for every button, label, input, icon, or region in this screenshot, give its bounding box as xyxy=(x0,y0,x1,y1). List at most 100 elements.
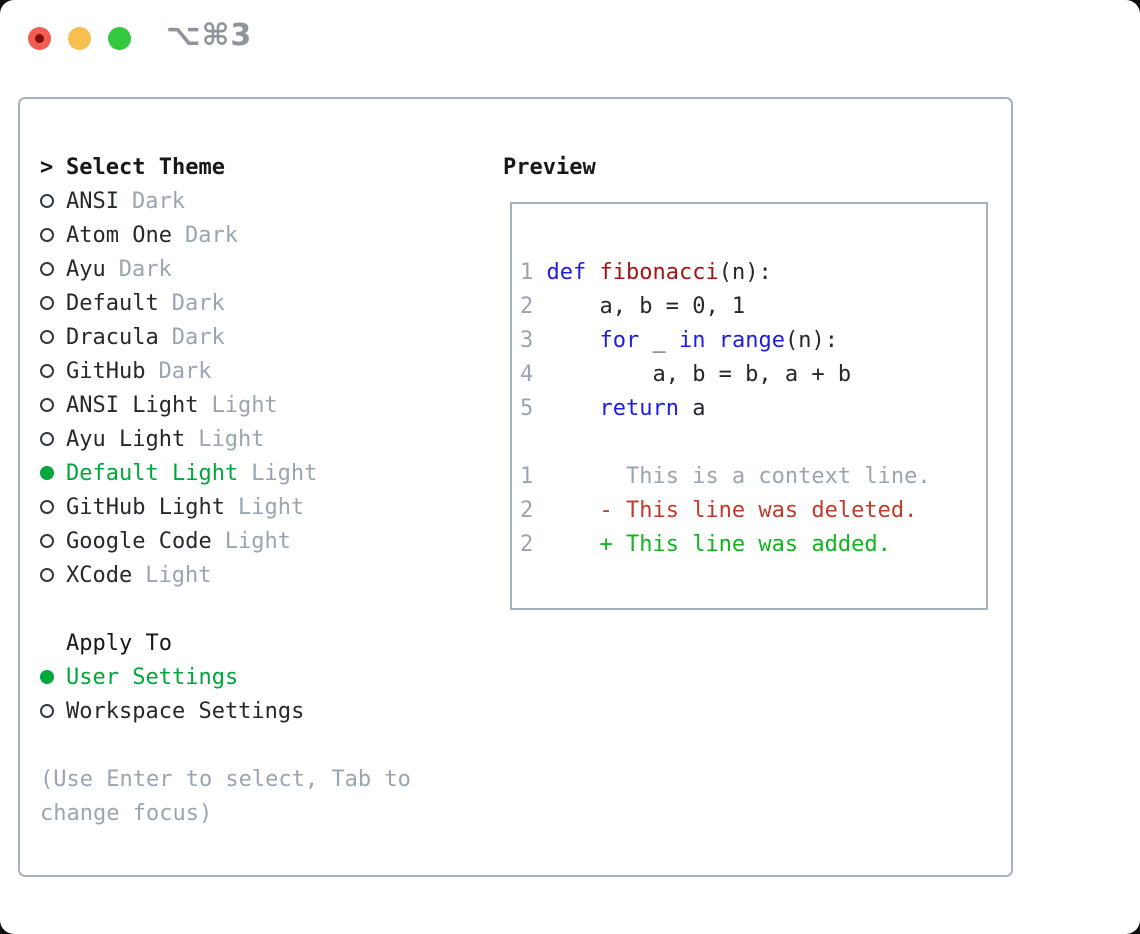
theme-option-xcode[interactable]: XCode Light xyxy=(20,558,500,592)
radio-unselected-icon[interactable] xyxy=(40,194,54,208)
code-token-plain: (n): xyxy=(718,259,772,285)
option-variant-label: Light xyxy=(251,460,318,486)
theme-option-ansi-light[interactable]: ANSI Light Light xyxy=(20,388,500,422)
radio-unselected-icon[interactable] xyxy=(40,296,54,310)
option-label: Workspace Settings xyxy=(66,698,305,724)
titlebar: ⌥⌘3 xyxy=(0,0,1140,76)
unsaved-dot-icon xyxy=(35,34,44,43)
traffic-lights xyxy=(28,27,131,50)
theme-option-ayu[interactable]: Ayu Dark xyxy=(20,252,500,286)
option-label: Google Code xyxy=(66,528,212,554)
option-label: XCode xyxy=(66,562,133,588)
radio-unselected-icon[interactable] xyxy=(40,568,54,582)
option-label: ANSI Light xyxy=(66,392,199,418)
close-button[interactable] xyxy=(28,27,51,50)
select-theme-label: Select Theme xyxy=(66,154,225,180)
cursor-icon: > xyxy=(40,154,54,180)
window-title: ⌥⌘3 xyxy=(166,18,253,53)
code-token-plain: (n): xyxy=(784,327,838,353)
line-number: 2 xyxy=(520,531,547,557)
line-number: 5 xyxy=(520,395,547,421)
code-token-plain: a, b = 0, 1 xyxy=(546,293,746,319)
radio-unselected-icon[interactable] xyxy=(40,500,54,514)
option-label: Ayu Light xyxy=(66,426,186,452)
radio-unselected-icon[interactable] xyxy=(40,534,54,548)
option-label: GitHub Light xyxy=(66,494,225,520)
option-label: Default Light xyxy=(66,460,239,486)
code-token-ctx: This is a context line. xyxy=(546,463,931,489)
spacer xyxy=(20,728,500,762)
code-token-kw: def xyxy=(546,259,600,285)
radio-unselected-icon[interactable] xyxy=(40,330,54,344)
hint-text-line-1: (Use Enter to select, Tab to xyxy=(40,766,411,792)
option-variant-label: Dark xyxy=(158,358,212,384)
option-variant-label: Dark xyxy=(171,324,225,350)
select-theme-header: > Select Theme xyxy=(20,150,500,184)
line-number: 2 xyxy=(520,293,547,319)
code-token-kw: in xyxy=(678,327,706,353)
theme-option-google-code[interactable]: Google Code Light xyxy=(20,524,500,558)
code-line: 4 a, b = b, a + b xyxy=(520,357,986,391)
option-variant-label: Light xyxy=(211,392,278,418)
code-token-add: + This line was added. xyxy=(546,531,891,557)
radio-selected-icon[interactable] xyxy=(40,466,54,480)
option-variant-label: Dark xyxy=(171,290,225,316)
spacer xyxy=(20,592,500,626)
apply-to-label: Apply To xyxy=(66,630,172,656)
option-variant-label: Dark xyxy=(184,222,238,248)
apply-option-user-settings[interactable]: User Settings xyxy=(20,660,500,694)
radio-unselected-icon[interactable] xyxy=(40,364,54,378)
apply-to-header: Apply To xyxy=(20,626,500,660)
option-label: ANSI xyxy=(66,188,119,214)
radio-unselected-icon[interactable] xyxy=(40,432,54,446)
theme-option-default[interactable]: Default Dark xyxy=(20,286,500,320)
line-number: 1 xyxy=(520,259,547,285)
radio-unselected-icon[interactable] xyxy=(40,398,54,412)
apply-option-workspace-settings[interactable]: Workspace Settings xyxy=(20,694,500,728)
code-token-kw: range xyxy=(718,327,785,353)
code-token-kw: return xyxy=(599,395,679,421)
line-number: 3 xyxy=(520,327,547,353)
code-token-plain: _ xyxy=(639,327,679,353)
line-number: 1 xyxy=(520,463,547,489)
option-variant-label: Light xyxy=(145,562,212,588)
line-number: 2 xyxy=(520,497,547,523)
code-token-fn: fibonacci xyxy=(599,259,719,285)
code-line: 2 + This line was added. xyxy=(520,527,986,561)
hint-text-line-2: change focus) xyxy=(40,800,213,826)
code-line: 5 return a xyxy=(520,391,986,425)
code-token-plain xyxy=(547,396,600,421)
radio-selected-icon[interactable] xyxy=(40,670,54,684)
radio-unselected-icon[interactable] xyxy=(40,228,54,242)
radio-unselected-icon[interactable] xyxy=(40,704,54,718)
option-label: User Settings xyxy=(66,664,239,690)
option-label: Ayu xyxy=(66,256,106,282)
option-variant-label: Light xyxy=(224,528,291,554)
minimize-button[interactable] xyxy=(68,27,91,50)
code-line: 3 for _ in range(n): xyxy=(520,323,986,357)
code-line: 1 This is a context line. xyxy=(520,459,986,493)
option-label: Default xyxy=(66,290,159,316)
zoom-button[interactable] xyxy=(108,27,131,50)
option-label: Dracula xyxy=(66,324,159,350)
theme-option-default-light[interactable]: Default Light Light xyxy=(20,456,500,490)
code-token-plain: a xyxy=(678,395,706,421)
line-number: 4 xyxy=(520,361,547,387)
code-token-plain xyxy=(705,328,718,353)
theme-option-dracula[interactable]: Dracula Dark xyxy=(20,320,500,354)
code-line xyxy=(520,425,986,459)
radio-unselected-icon[interactable] xyxy=(40,262,54,276)
option-variant-label: Dark xyxy=(118,256,172,282)
code-token-plain: a, b = b, a + b xyxy=(546,361,852,387)
